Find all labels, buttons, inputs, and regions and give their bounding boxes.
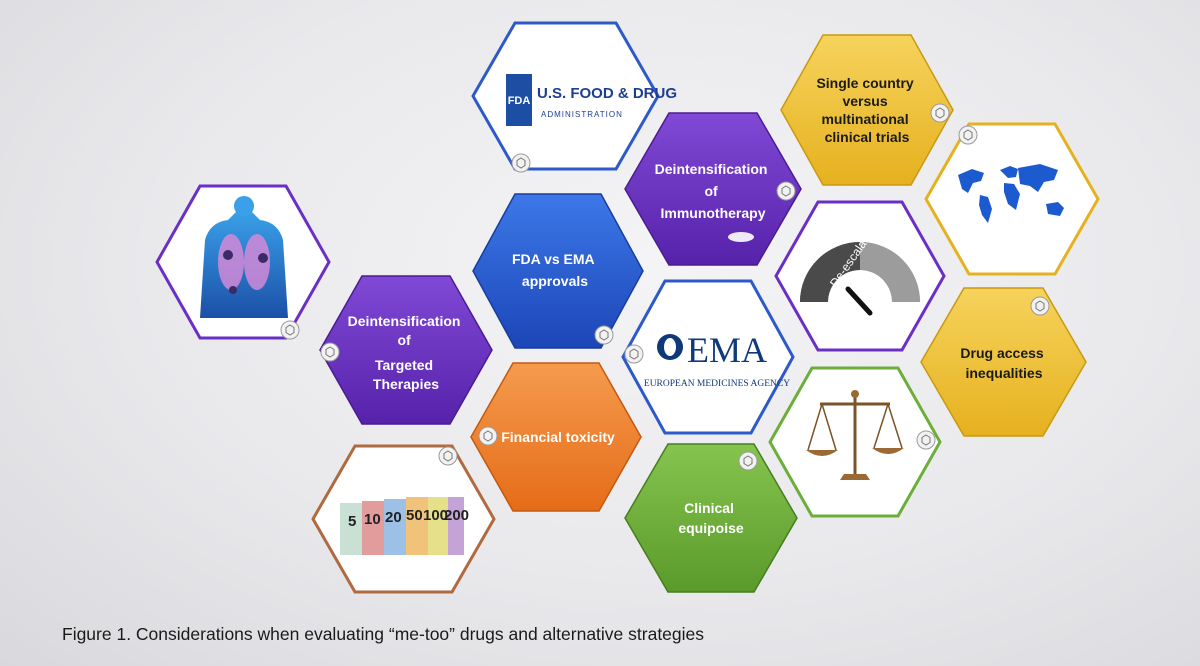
fda-brand-text: U.S. FOOD & DRUG (537, 85, 677, 102)
ema-logo-hexagon: EMA EUROPEAN MEDICINES AGENCY (621, 279, 795, 435)
banknotes-icon: 5 10 20 50 100 200 (340, 497, 469, 555)
hexagon-badge-icon (958, 125, 978, 145)
hexagon-badge-icon (594, 325, 614, 345)
note-20: 20 (385, 509, 402, 526)
hexagon-badge-icon (916, 430, 936, 450)
deescalation-hexagon: De-escalation (774, 200, 946, 352)
lungs-hexagon (155, 184, 331, 340)
hexagon-badge-icon (930, 103, 950, 123)
fda-vs-ema-label: FDA vs EMA approvals (512, 251, 598, 289)
fda-logo-hexagon: FDA U.S. FOOD & DRUG ADMINISTRATION (471, 21, 677, 173)
financial-toxicity-label: Financial toxicity (501, 429, 615, 445)
ema-sub-text: EUROPEAN MEDICINES AGENCY (644, 379, 790, 389)
figure-caption: Figure 1. Considerations when evaluating… (62, 624, 705, 644)
drug-access-label: Drug access inequalities (960, 345, 1047, 381)
targeted-therapies-hexagon: Deintensification of Targeted Therapies (319, 275, 493, 425)
balance-scale-hexagon (768, 366, 942, 518)
fda-mark: FDA (508, 95, 531, 107)
money-hexagon: 5 10 20 50 100 200 (311, 444, 496, 594)
world-map-hexagon (924, 122, 1100, 276)
clinical-equipoise-hexagon: Clinical equipoise (624, 443, 798, 593)
hexagon-badge-icon (438, 446, 458, 466)
glare-highlight (728, 232, 754, 242)
hexagon-badge-icon (320, 342, 340, 362)
single-country-label: Single country versus multinational clin… (816, 75, 917, 145)
world-map-icon (958, 164, 1064, 223)
drug-access-hexagon: Drug access inequalities (920, 287, 1087, 437)
fda-vs-ema-hexagon: FDA vs EMA approvals (472, 193, 644, 349)
note-100: 100 (423, 507, 448, 524)
hexagon-badge-icon (776, 181, 796, 201)
note-50: 50 (406, 507, 423, 524)
balance-scale-icon (806, 390, 904, 480)
hexagon-badge-icon (1030, 296, 1050, 316)
ema-logo: EMA EUROPEAN MEDICINES AGENCY (644, 330, 790, 389)
immunotherapy-hexagon: Deintensification of Immunotherapy (624, 112, 802, 266)
fda-logo: FDA U.S. FOOD & DRUG ADMINISTRATION (506, 74, 677, 126)
note-10: 10 (364, 511, 381, 528)
ema-brand-text: EMA (687, 330, 767, 370)
fda-sub-text: ADMINISTRATION (541, 110, 623, 119)
financial-toxicity-hexagon: Financial toxicity (470, 362, 642, 512)
human-lungs-icon (200, 196, 288, 318)
hexagon-badge-icon (478, 426, 498, 446)
single-country-hexagon: Single country versus multinational clin… (780, 34, 954, 186)
clinical-equipoise-label: Clinical equipoise (678, 500, 744, 536)
targeted-therapies-label: Deintensification of Targeted Therapies (348, 313, 465, 392)
hexagon-badge-icon (624, 344, 644, 364)
immunotherapy-label: Deintensification of Immunotherapy (655, 161, 772, 221)
hexagon-badge-icon (280, 320, 300, 340)
note-5: 5 (348, 513, 356, 530)
hexagon-badge-icon (511, 153, 531, 173)
note-200: 200 (444, 507, 469, 524)
hexagon-badge-icon (738, 451, 758, 471)
